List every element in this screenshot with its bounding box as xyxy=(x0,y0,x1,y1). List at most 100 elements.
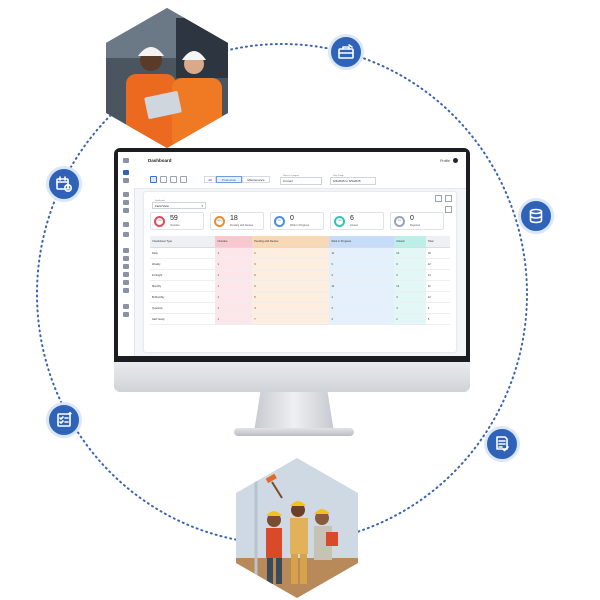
monitor-stand xyxy=(254,392,334,432)
table-cell: Half-Yearly xyxy=(150,313,216,325)
history-icon[interactable] xyxy=(123,312,129,317)
share-icon[interactable] xyxy=(123,222,129,227)
table-cell: 1 xyxy=(215,258,253,270)
report-icon[interactable] xyxy=(123,200,129,205)
table-cell: 1 xyxy=(215,302,253,314)
location-icon[interactable] xyxy=(123,280,129,285)
table-cell: 12 xyxy=(425,258,450,270)
table-cell: 1 xyxy=(215,280,253,292)
database-icon[interactable] xyxy=(518,198,554,234)
table-cell: 4 xyxy=(394,302,426,314)
grid-view-button[interactable] xyxy=(150,176,157,183)
stat-count: 0 xyxy=(290,215,294,222)
more-view-button[interactable] xyxy=(180,176,187,183)
filter-label: Dashboard xyxy=(155,200,165,202)
table-cell: 2 xyxy=(252,247,330,259)
toolbox-icon[interactable] xyxy=(328,34,364,70)
table-cell: 2 xyxy=(394,313,426,325)
range-production[interactable]: Production xyxy=(216,176,242,183)
col-overdue[interactable]: Overdue xyxy=(215,236,253,248)
table-header-row: Checksheet Type Overdue Pending with Rev… xyxy=(150,236,450,248)
menu-icon[interactable] xyxy=(123,158,129,163)
download-icon[interactable] xyxy=(445,206,452,213)
table-cell: 1 xyxy=(215,313,253,325)
date-range-label: Date Range xyxy=(333,175,344,177)
table-cell: 3 xyxy=(394,269,426,281)
col-type[interactable]: Checksheet Type xyxy=(150,236,216,248)
table-cell: 31 xyxy=(425,280,450,292)
dashboard-icon[interactable] xyxy=(123,170,129,175)
date-range-field[interactable]: Date Range 6/3/2025 to 6/9/2025 xyxy=(330,175,376,185)
table-cell: Weekly xyxy=(150,258,216,270)
chart-view-button[interactable] xyxy=(170,176,177,183)
file-icon[interactable] xyxy=(123,248,129,253)
folder-icon[interactable] xyxy=(123,178,129,183)
avatar[interactable] xyxy=(453,158,458,163)
category-select[interactable]: Select a Category Current xyxy=(280,175,322,185)
dashboard-screen: Dashboard Profile All Production Mainten… xyxy=(118,152,466,356)
table-cell: 12 xyxy=(425,291,450,303)
table-cell: 10 xyxy=(394,247,426,259)
users-icon[interactable] xyxy=(123,192,129,197)
table-cell: Monthly xyxy=(150,280,216,292)
table-cell: 14 xyxy=(329,280,395,292)
stat-count: 0 xyxy=(410,215,414,222)
range-all[interactable]: All xyxy=(204,176,216,183)
date-range-value: 6/3/2025 to 6/9/2025 xyxy=(333,179,361,183)
settings-icon[interactable] xyxy=(123,208,129,213)
engineers-photo xyxy=(106,8,228,148)
table-cell: 3 xyxy=(329,269,395,281)
trophy-icon[interactable] xyxy=(123,304,129,309)
table-cell: 1 xyxy=(215,269,253,281)
stat-label: Overdue xyxy=(170,224,180,227)
export-icon[interactable] xyxy=(435,195,442,202)
table-cell: 13 xyxy=(425,269,450,281)
monitor-chin xyxy=(114,362,470,392)
progress-ring: 0% xyxy=(274,216,285,227)
archive-icon[interactable] xyxy=(123,264,129,269)
alert-icon[interactable] xyxy=(123,256,129,261)
col-progress[interactable]: Work in Progress xyxy=(329,236,395,248)
stat-count: 59 xyxy=(170,215,178,222)
progress-ring: 73% xyxy=(154,216,165,227)
progress-ring: 0% xyxy=(394,216,405,227)
calendar-clock-icon[interactable] xyxy=(46,166,82,202)
stat-label: Closed xyxy=(350,224,358,227)
table-cell: 5 xyxy=(425,313,450,325)
view-icon[interactable] xyxy=(123,288,129,293)
filter-icon[interactable] xyxy=(445,195,452,202)
filter-value: Field View xyxy=(155,204,169,208)
table-view-button[interactable] xyxy=(160,176,167,183)
stat-label: Rejected xyxy=(410,224,420,227)
table-cell: 5 xyxy=(252,291,330,303)
col-pending[interactable]: Pending with Review xyxy=(252,236,330,248)
inbox-icon[interactable] xyxy=(123,232,129,237)
progress-ring: 86% xyxy=(214,216,225,227)
stat-count: 18 xyxy=(230,215,238,222)
range-maintenance[interactable]: Maintenance xyxy=(242,176,270,183)
checked-document-icon[interactable] xyxy=(484,426,520,462)
checklist-icon[interactable] xyxy=(46,402,82,438)
sidebar xyxy=(118,152,135,356)
table-cell: 3 xyxy=(394,291,426,303)
col-total[interactable]: Total xyxy=(425,236,450,248)
chat-icon[interactable] xyxy=(123,272,129,277)
dashboard-filter[interactable]: Dashboard Field View ▾ xyxy=(152,200,206,209)
table-cell: 6 xyxy=(252,280,330,292)
monitor-base xyxy=(234,428,354,436)
user-name[interactable]: Profile xyxy=(440,159,450,163)
top-bar: Dashboard Profile xyxy=(134,152,466,173)
col-closed[interactable]: Closed xyxy=(394,236,426,248)
